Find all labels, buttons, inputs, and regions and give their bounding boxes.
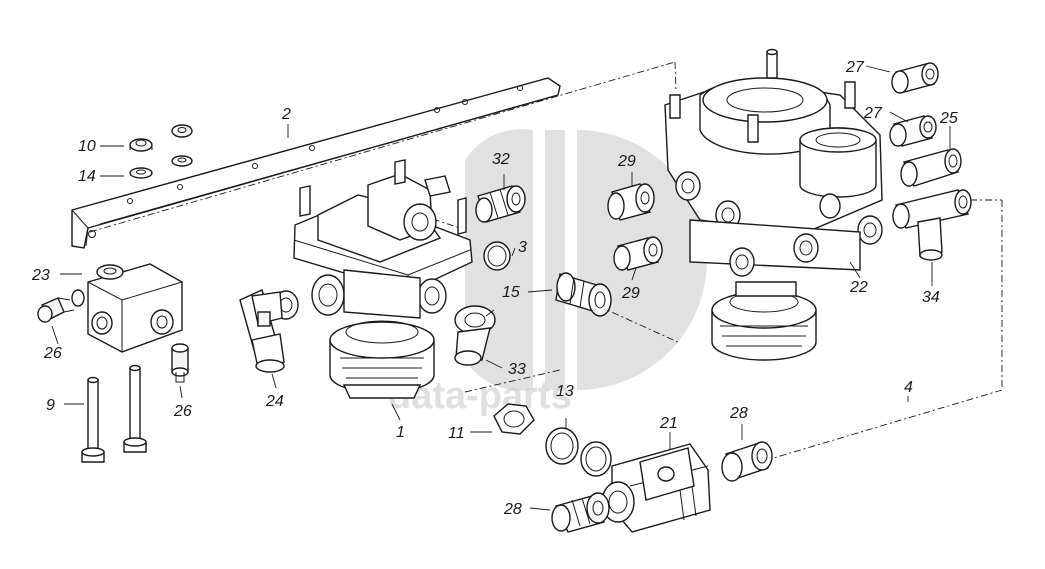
adapter-15: [555, 272, 612, 317]
callout-29-upper: 29: [617, 153, 636, 170]
fitting-29-lower: [613, 236, 663, 271]
centerline-pipe-4: [759, 389, 1003, 463]
callout-32: 32: [492, 151, 510, 168]
callout-33: 33: [508, 361, 526, 378]
plug-26-left: [37, 297, 75, 323]
coupling-21: [601, 443, 711, 533]
callout-3: 3: [518, 239, 527, 256]
fitting-27-upper: [891, 62, 939, 94]
callout-34: 34: [922, 289, 940, 306]
nut-10: [129, 124, 193, 152]
bolts-9: [81, 364, 147, 463]
callout-2: 2: [281, 106, 291, 123]
callout-14: 14: [78, 168, 96, 185]
fitting-27-lower: [889, 115, 937, 147]
callout-22: 22: [849, 279, 868, 296]
fitting-32: [475, 185, 526, 223]
callout-24: 24: [265, 393, 284, 410]
tee-fitting-34: [892, 189, 972, 261]
elbow-33: [454, 305, 496, 366]
valve-1: [293, 159, 473, 399]
callout-23: 23: [31, 267, 50, 284]
callout-10: 10: [78, 138, 96, 155]
nut-11: [493, 403, 535, 435]
callout-26-bottom: 26: [173, 403, 192, 420]
plug-26-bottom: [171, 343, 189, 383]
callout-1: 1: [396, 424, 405, 441]
callout-29-lower: 29: [621, 285, 640, 302]
assembly-lines: [89, 61, 1003, 463]
callout-9: 9: [46, 397, 55, 414]
fitting-28-left: [551, 492, 610, 533]
oring-3: [483, 241, 511, 271]
block-23: [71, 263, 183, 353]
callout-28-right: 28: [729, 405, 748, 422]
washer-14: [129, 155, 193, 179]
bracket-plate: [71, 77, 561, 249]
valve-22: [664, 48, 883, 361]
callout-21: 21: [659, 415, 678, 432]
callout-11: 11: [448, 425, 465, 442]
leader-lines: [51, 65, 951, 511]
callout-27-upper: 27: [845, 59, 865, 76]
centerline-bracket-valve22: [89, 61, 676, 233]
callout-28-left: 28: [503, 501, 522, 518]
elbow-fitting-24: [239, 289, 299, 373]
centerline-nut-11: [464, 369, 561, 393]
fitting-28-right: [721, 441, 773, 482]
fitting-25: [900, 148, 962, 187]
fitting-29-upper: [607, 183, 655, 221]
callout-13: 13: [556, 383, 574, 400]
callout-25: 25: [939, 110, 958, 127]
seal-13: [545, 427, 612, 477]
callout-26-left: 26: [43, 345, 62, 362]
callout-labels: 2 10 14 23 26 9 26 24 1 32 3 15 33 11 13…: [31, 59, 958, 518]
callout-4: 4: [904, 379, 913, 396]
centerline-valve22-top: [674, 61, 677, 93]
callout-27-lower: 27: [863, 105, 883, 122]
callout-15: 15: [502, 284, 520, 301]
